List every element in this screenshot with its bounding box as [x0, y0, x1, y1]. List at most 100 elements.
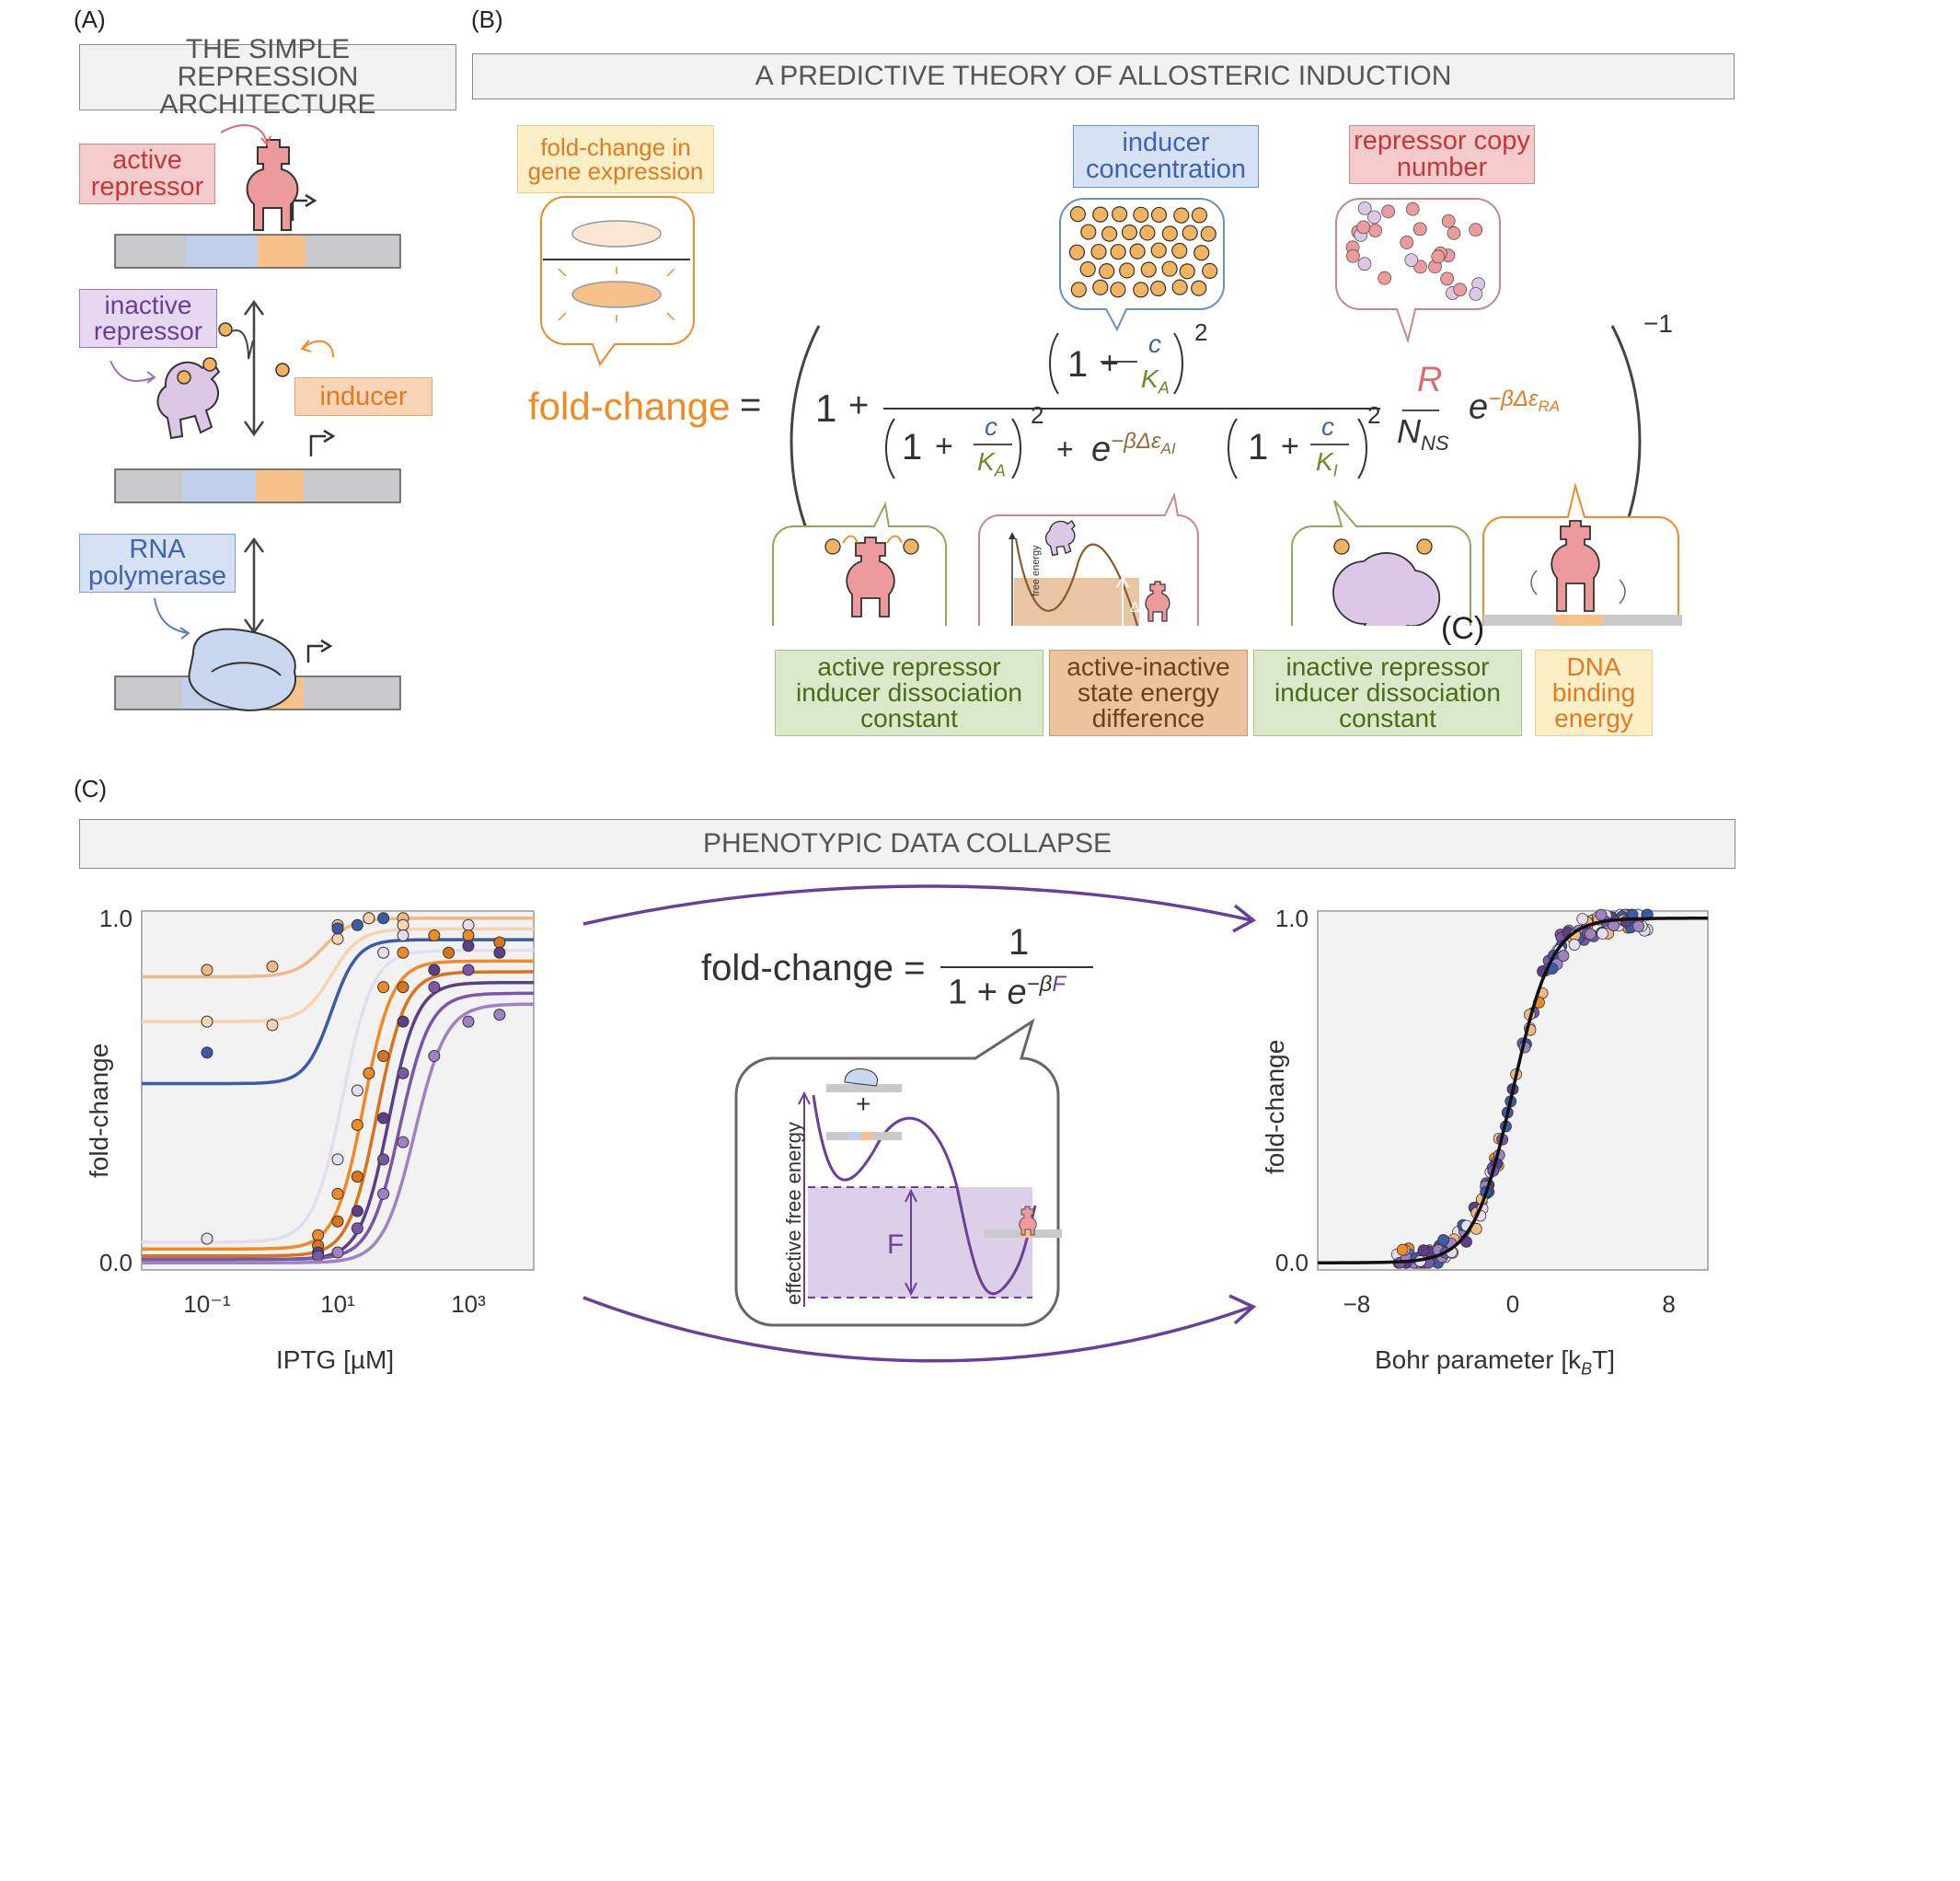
- data-point: [377, 1112, 390, 1125]
- inducer-dot: [1140, 261, 1157, 278]
- data-point: [377, 1050, 390, 1063]
- cell-expression-bubble: [540, 196, 695, 367]
- inducer-dot: [1191, 207, 1208, 224]
- data-point: [266, 960, 279, 973]
- left-ylabel: fold-change: [85, 1043, 113, 1178]
- panel-label-c: (C): [74, 775, 108, 802]
- x-tick-label: 10⁻¹: [183, 1290, 231, 1318]
- repressor-dot: [1431, 249, 1446, 264]
- x-tick-label: 8: [1662, 1290, 1675, 1318]
- eq-den-plus-a: +: [935, 429, 953, 464]
- data-point: [462, 964, 475, 976]
- data-point: [397, 1015, 409, 1028]
- eq-den-ka: KA: [977, 447, 1006, 480]
- master-curve: [1318, 917, 1708, 1264]
- inducer-dot: [1090, 243, 1107, 260]
- inducer-dot: [1171, 279, 1188, 295]
- data-point: [363, 912, 375, 925]
- data-point: [331, 932, 344, 945]
- tag-active-repressor: active repressor: [79, 144, 215, 204]
- x-tick-label: 10³: [451, 1290, 486, 1318]
- panel-label-a: (A): [74, 6, 106, 33]
- inducer-dot: [1129, 243, 1146, 260]
- inducer-dot: [1173, 207, 1190, 224]
- collapse-arrows: [582, 884, 1257, 1363]
- data-point: [331, 1215, 344, 1228]
- data-point: [397, 918, 409, 931]
- inducer-dot: [1161, 260, 1178, 277]
- tag-inactive-repressor-dissociation: inactive repressor inducer dissociation …: [1253, 650, 1522, 736]
- eq-den-c-b: c: [1321, 412, 1334, 441]
- eq-power-neg1: −1: [1643, 309, 1673, 338]
- eq-equals: =: [740, 385, 762, 425]
- data-point: [428, 981, 441, 994]
- left-xlabel: IPTG [µM]: [276, 1345, 395, 1374]
- inducer-concentration-bubble: [1059, 198, 1225, 332]
- series-line-4: [142, 959, 534, 1251]
- energy-f-label: F: [887, 1229, 905, 1260]
- inducer-dot: [1112, 206, 1128, 223]
- repressor-dot: [1378, 271, 1392, 285]
- effective-free-energy-label: effective free energy: [782, 1122, 805, 1305]
- data-point: [462, 918, 475, 931]
- header-simple-repression: THE SIMPLE REPRESSION ARCHITECTURE: [79, 36, 456, 119]
- eq-den-one-a: 1: [902, 427, 923, 467]
- data-point: [351, 1205, 363, 1217]
- c-eq-fraction-line: [940, 966, 1093, 968]
- eq-plus-1: +: [848, 387, 870, 425]
- inducer-dot: [1101, 225, 1118, 242]
- eq-nns: NNS: [1397, 412, 1449, 456]
- inducer-dot: [1150, 242, 1167, 259]
- data-point: [312, 1229, 325, 1241]
- inducer-dot: [1110, 282, 1126, 298]
- y-tick-label: 1.0: [99, 905, 133, 932]
- eq-num-one: 1: [1067, 344, 1089, 385]
- data-point: [1568, 939, 1581, 951]
- repressor-dot: [1404, 253, 1419, 267]
- x-tick-label: 0: [1506, 1290, 1519, 1318]
- inducer-dot: [1119, 262, 1136, 279]
- eq-den-pow2-a: 2: [1031, 401, 1044, 429]
- x-tick-label: 10¹: [320, 1290, 355, 1318]
- repressor-dot: [1367, 210, 1381, 225]
- data-point: [377, 946, 390, 959]
- mini-dna-3: [985, 1206, 1062, 1238]
- c-eq-lhs: fold-change =: [701, 948, 926, 988]
- data-point: [351, 918, 363, 931]
- inducer-dot: [1182, 225, 1198, 241]
- repressor-dot: [1357, 201, 1372, 215]
- tag-repressor-copy-number: repressor copy number: [1349, 125, 1535, 184]
- repressor-dot: [1440, 271, 1455, 286]
- data-point: [462, 940, 475, 952]
- data-point: [1584, 928, 1597, 940]
- eq-den-plus-b: +: [1056, 433, 1074, 466]
- data-point: [397, 929, 409, 942]
- inducer-dot: [1191, 280, 1207, 296]
- eq-den-c-a: c: [985, 412, 997, 441]
- inducer-dot: [1110, 244, 1126, 260]
- data-point: [377, 981, 390, 994]
- y-tick-label: 0.0: [99, 1249, 133, 1276]
- data-point: [201, 1046, 213, 1059]
- chart-fold-change-vs-iptg: 10⁻¹ 10¹ 10³ 0.0 1.0: [99, 905, 535, 1318]
- data-point: [331, 922, 344, 935]
- data-point: [493, 936, 506, 949]
- data-point: [377, 912, 390, 925]
- tag-dna-binding-energy: DNA binding energy: [1535, 650, 1653, 736]
- data-point: [462, 929, 475, 942]
- effective-free-energy-bubble: [734, 1018, 1062, 1327]
- mini-dna-1: [826, 1068, 902, 1092]
- plot-area: [1317, 910, 1709, 1271]
- data-point: [201, 964, 213, 976]
- eq-den-ki: KI: [1316, 447, 1338, 480]
- repressor-dot: [1412, 222, 1427, 237]
- repressor-dot: [1453, 283, 1468, 297]
- data-point: [331, 1153, 344, 1166]
- y-tick-label: 0.0: [1275, 1249, 1309, 1276]
- eq-den-plus-c: +: [1281, 429, 1299, 464]
- inducer-molecules: [218, 322, 334, 377]
- inducer-dot: [1171, 242, 1188, 260]
- panel-a-illustration: [110, 124, 401, 711]
- panel-b-illustrations: [540, 196, 1682, 626]
- y-tick-label: 1.0: [1275, 905, 1309, 932]
